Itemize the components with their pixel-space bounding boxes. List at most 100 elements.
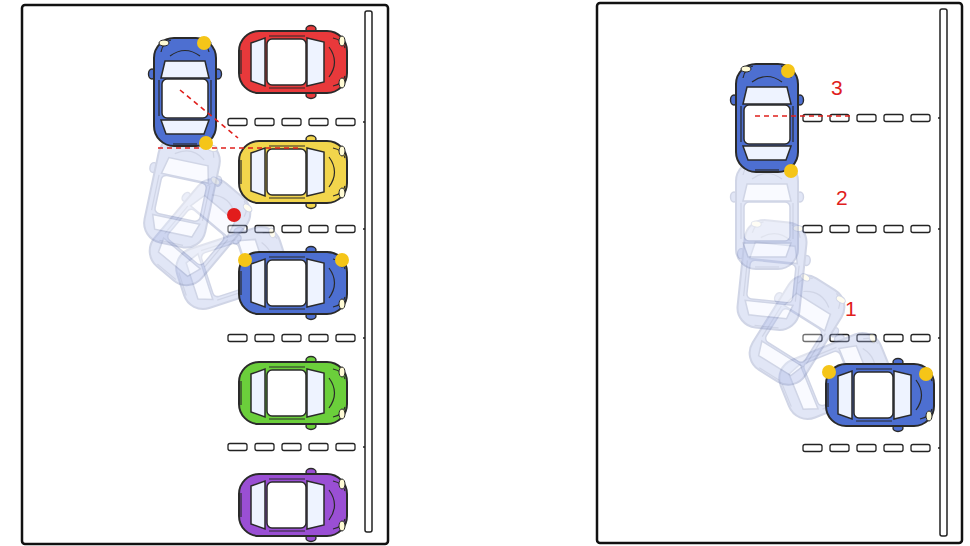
car-headlight xyxy=(339,367,345,377)
car-roof xyxy=(744,202,790,241)
reference-dot xyxy=(335,253,349,267)
callout-number: 1 xyxy=(845,298,857,319)
car-windshield xyxy=(894,371,911,419)
car-tail xyxy=(759,368,779,381)
car-rear-window xyxy=(251,259,265,307)
bay-divider xyxy=(336,226,355,233)
ghost-car xyxy=(731,161,804,269)
car-body xyxy=(239,252,347,314)
bay-divider xyxy=(282,226,301,233)
car-windshield xyxy=(743,184,791,201)
bay-divider xyxy=(830,226,849,233)
car-rear-window xyxy=(251,148,265,196)
car xyxy=(239,136,347,209)
callout-number: 2 xyxy=(836,187,848,208)
car-windshield xyxy=(307,369,324,417)
car-tail xyxy=(240,381,241,405)
car-windshield xyxy=(307,259,324,307)
bay-divider xyxy=(282,335,301,342)
car-side-window xyxy=(269,479,305,531)
car-headlight xyxy=(268,227,277,238)
bay-divider xyxy=(857,445,876,452)
car-headlight xyxy=(339,78,345,88)
car-headlight xyxy=(926,411,932,421)
bay-divider xyxy=(309,335,328,342)
bay-divider xyxy=(884,115,903,122)
car-headlight xyxy=(741,66,751,72)
bay-divider xyxy=(911,226,930,233)
car-side-window xyxy=(269,36,305,88)
car-tail xyxy=(159,240,182,245)
car-rear-window xyxy=(251,481,265,529)
bay-divider xyxy=(803,445,822,452)
car-tail xyxy=(173,143,197,144)
car-tail xyxy=(755,325,779,328)
car-windshield xyxy=(161,61,209,78)
car-side-window xyxy=(856,369,892,421)
bay-divider xyxy=(803,226,822,233)
panel-frame xyxy=(597,3,962,543)
bay-divider xyxy=(309,444,328,451)
bay-divider xyxy=(255,119,274,126)
car xyxy=(239,26,347,99)
pivot-dot xyxy=(227,208,241,222)
bay-divider xyxy=(830,445,849,452)
car-side-window xyxy=(269,367,305,419)
ghost-car xyxy=(135,132,229,253)
car-roof xyxy=(267,260,306,306)
car-roof xyxy=(162,79,208,118)
car-roof xyxy=(267,482,306,528)
bay-divider xyxy=(228,335,247,342)
car-body xyxy=(239,141,347,203)
car-headlight xyxy=(339,146,345,156)
reference-dot xyxy=(781,64,795,78)
car-headlight xyxy=(339,521,345,531)
car-tail xyxy=(827,383,828,407)
car-windshield xyxy=(307,38,324,86)
car-body xyxy=(826,364,934,426)
car-tail xyxy=(240,50,241,74)
car-roof xyxy=(267,370,306,416)
car-windshield xyxy=(307,148,324,196)
car-headlight xyxy=(339,479,345,489)
car-side-window xyxy=(159,80,211,116)
car-side-window xyxy=(741,106,793,142)
car-body xyxy=(239,474,347,536)
car-rear-window xyxy=(161,120,209,134)
bay-divider xyxy=(282,119,301,126)
car-body xyxy=(239,31,347,93)
car xyxy=(149,38,222,146)
car-headlight xyxy=(339,409,345,419)
car xyxy=(826,359,934,432)
bay-divider xyxy=(911,445,930,452)
bay-divider xyxy=(363,121,365,123)
car-body xyxy=(736,161,798,269)
bay-divider xyxy=(884,335,903,342)
car-windshield xyxy=(161,157,211,184)
car-tail xyxy=(755,169,779,170)
guide-line xyxy=(755,115,850,117)
car-headlight xyxy=(159,40,169,46)
guide-line xyxy=(158,90,300,148)
car-body xyxy=(736,64,798,172)
car-side-window xyxy=(269,146,305,198)
reference-dot xyxy=(238,253,252,267)
car-headlight xyxy=(339,36,345,46)
bay-divider xyxy=(363,446,365,448)
car-headlight xyxy=(339,299,345,309)
bay-divider xyxy=(857,115,876,122)
car-roof xyxy=(267,39,306,85)
curb-line xyxy=(940,9,947,536)
car-tail xyxy=(240,493,241,517)
bay-divider xyxy=(363,337,365,339)
bay-divider xyxy=(336,335,355,342)
car xyxy=(239,469,347,542)
car-roof xyxy=(854,372,893,418)
car-headlight xyxy=(242,202,254,213)
bay-divider xyxy=(228,444,247,451)
car-windshield xyxy=(307,481,324,529)
car-tail xyxy=(157,264,175,279)
bay-divider xyxy=(911,335,930,342)
